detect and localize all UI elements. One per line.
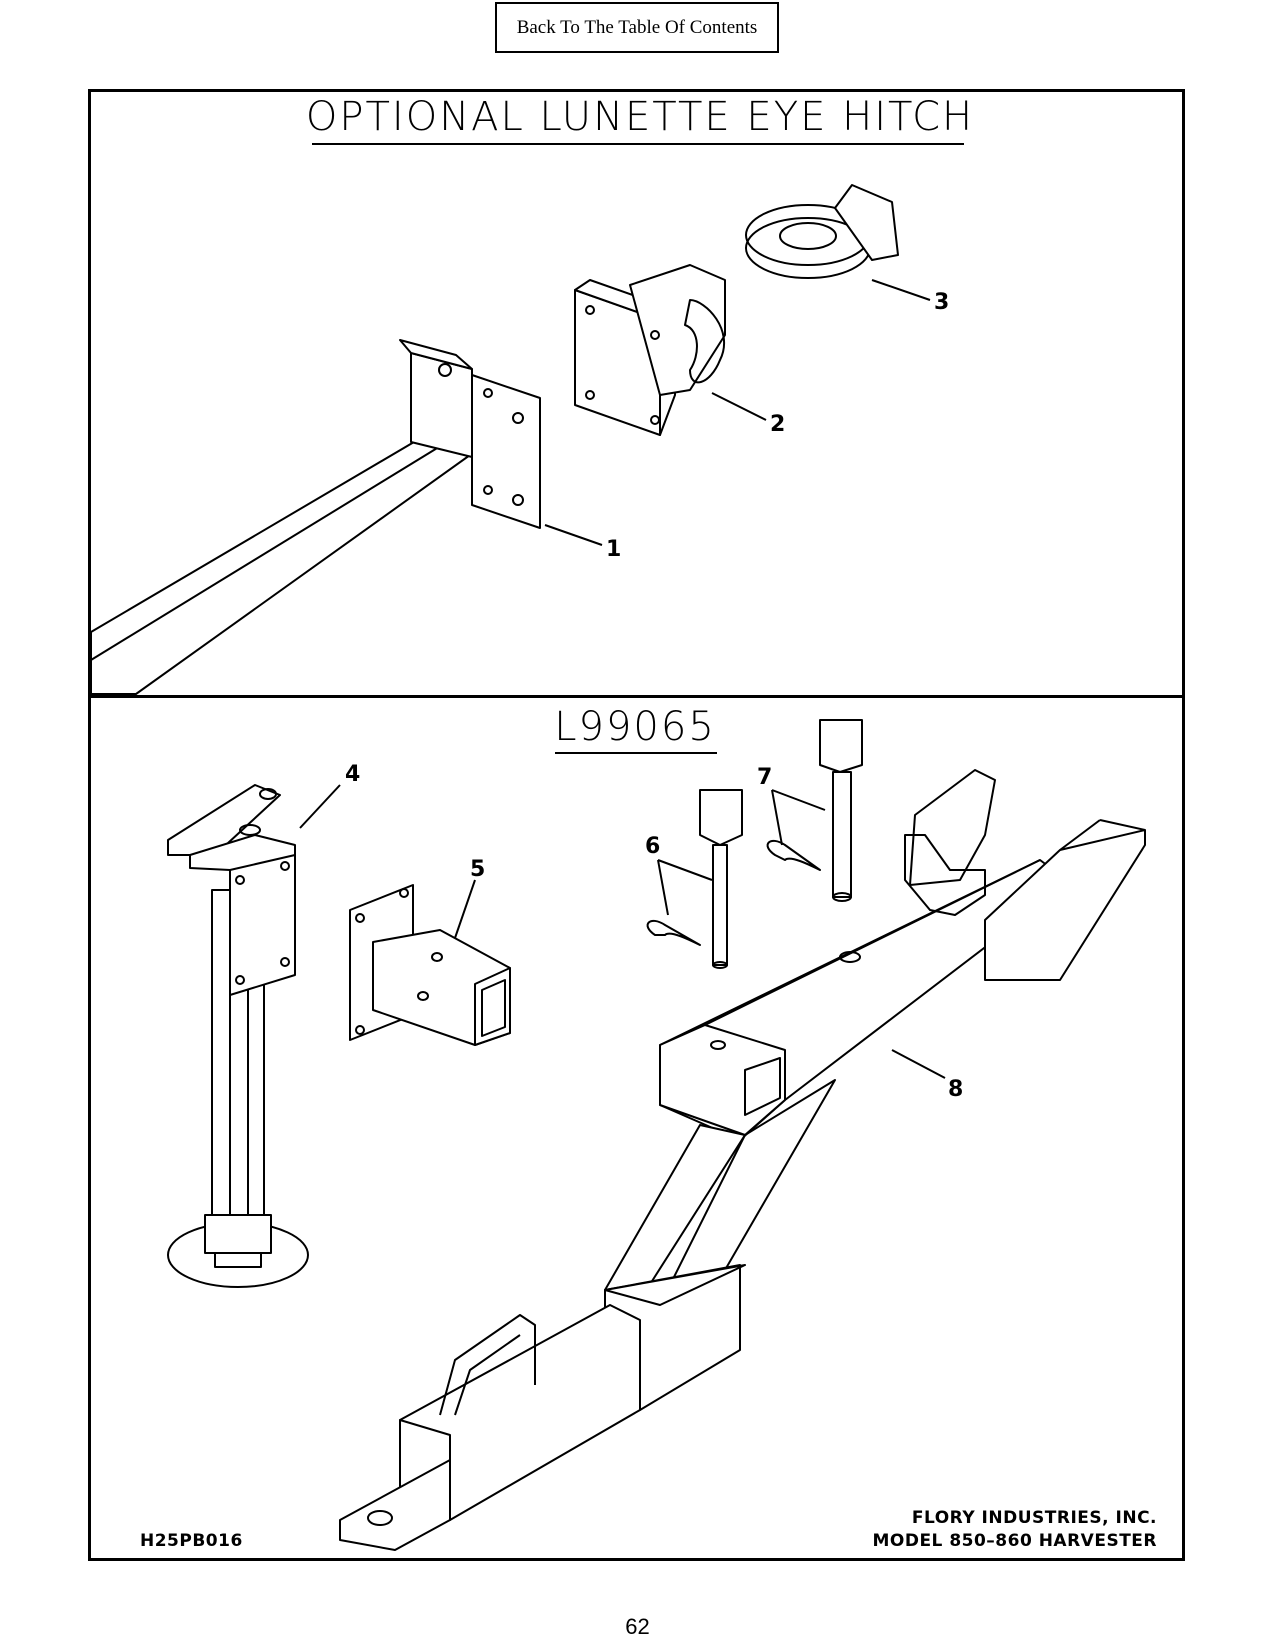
maker-block: FLORY INDUSTRIES, INC. MODEL 850–860 HAR…: [872, 1507, 1157, 1553]
callout-1: 1: [606, 537, 622, 562]
maker-line-1: FLORY INDUSTRIES, INC.: [911, 1508, 1157, 1528]
part-6-7-drawing: [646, 719, 863, 969]
callout-7: 7: [757, 765, 773, 790]
bottom-section-title: L99065: [554, 704, 716, 750]
part-3-drawing: [745, 184, 899, 279]
page-number: 62: [625, 1614, 650, 1639]
callout-5: 5: [470, 857, 486, 882]
part-5-drawing: [349, 884, 511, 1046]
top-section-title: OPTIONAL LUNETTE EYE HITCH: [305, 94, 975, 140]
top-title-underline: [312, 143, 964, 145]
leader-lines: [299, 279, 946, 1079]
bottom-title-underline: [555, 752, 717, 754]
callout-4: 4: [345, 762, 361, 787]
callout-8: 8: [948, 1077, 964, 1102]
drawing-code: H25PB016: [140, 1531, 243, 1551]
part-2-drawing: [574, 264, 726, 436]
drawing-frame: [88, 89, 1185, 1561]
part-8-drawing: [339, 769, 1146, 1551]
part-1-drawing: [90, 339, 541, 695]
callout-3: 3: [934, 290, 950, 315]
section-divider: [88, 695, 1185, 698]
callout-6: 6: [645, 834, 661, 859]
callout-2: 2: [770, 412, 786, 437]
part-4-drawing: [167, 784, 309, 1288]
table-of-contents-link[interactable]: Back To The Table Of Contents: [495, 2, 779, 53]
maker-line-2: MODEL 850–860 HARVESTER: [872, 1531, 1157, 1551]
